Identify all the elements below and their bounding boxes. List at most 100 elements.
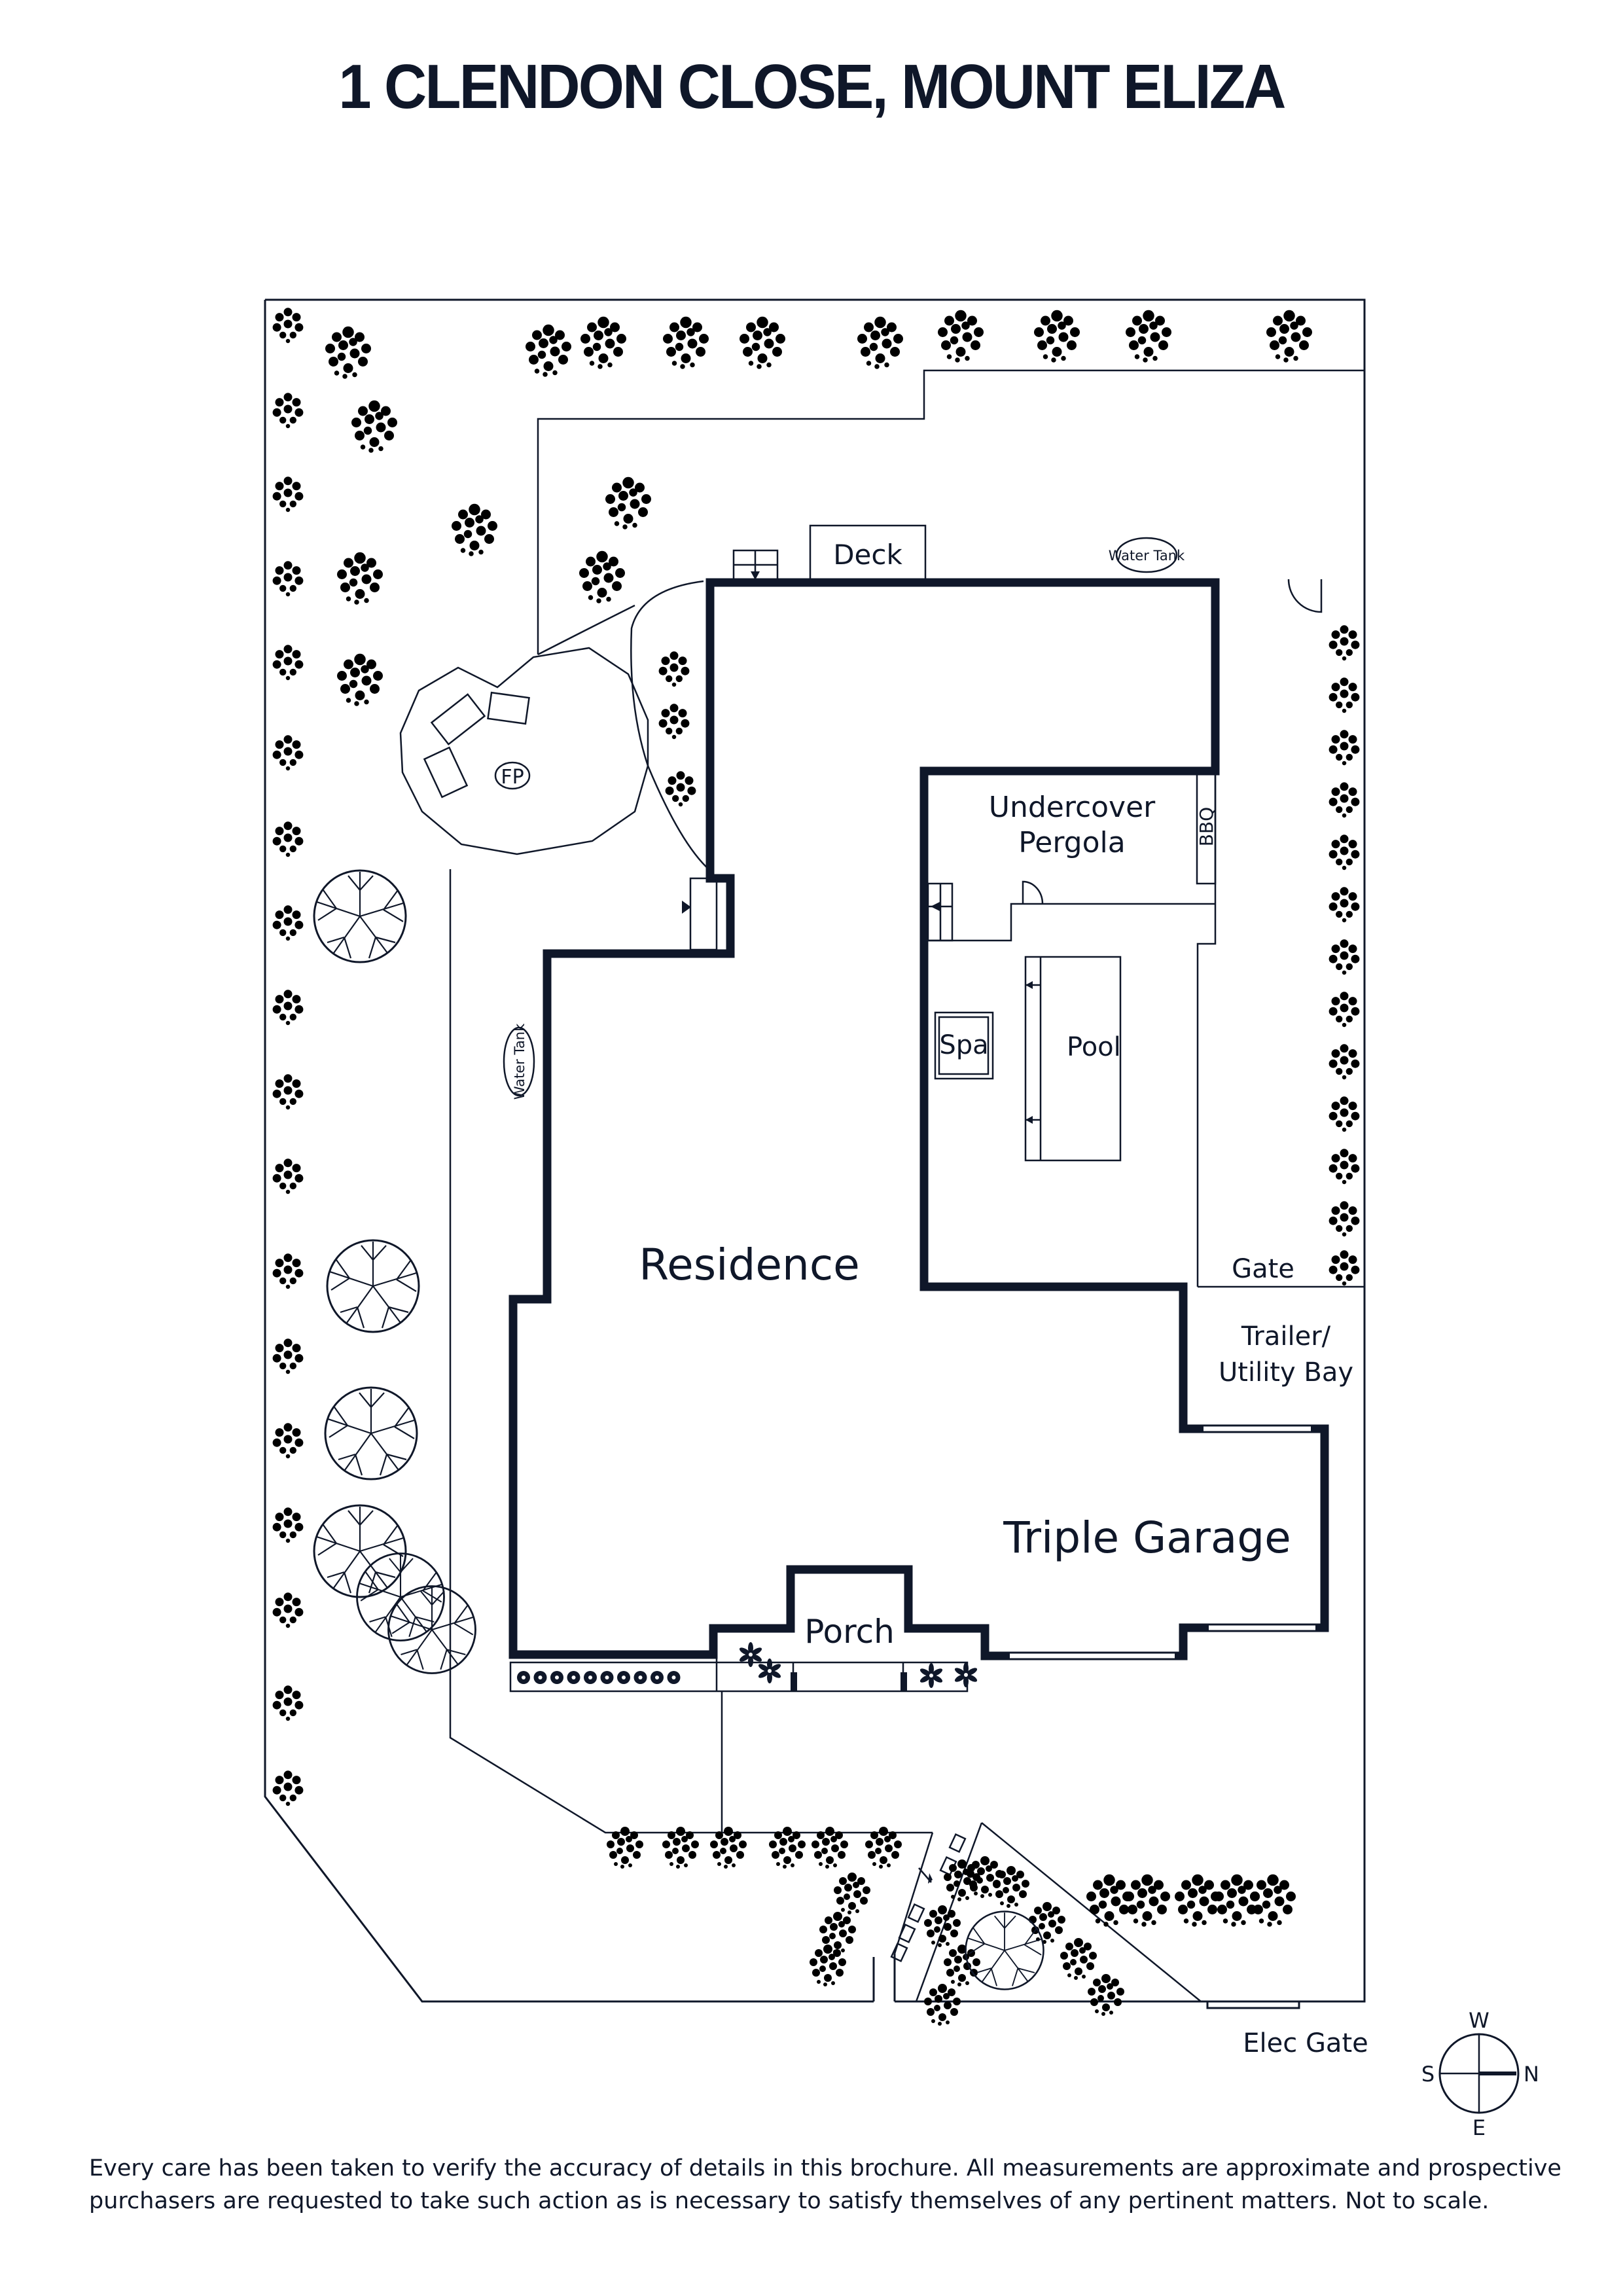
flower-icon [738, 1642, 763, 1667]
trailer-bay-label-2: Utility Bay [1219, 1357, 1353, 1388]
shrub-icon [1126, 310, 1171, 363]
shrub-icon [325, 326, 371, 379]
shrub-icon [272, 1507, 304, 1543]
shrub-icon [1329, 1250, 1360, 1286]
trailer-bay-label-1: Trailer/ [1241, 1321, 1331, 1352]
shrub-icon [272, 1158, 304, 1194]
shrub-icon [938, 310, 984, 363]
compass-icon: W E S N [1421, 2008, 1539, 2140]
hedge-shrub-icon [651, 1671, 664, 1684]
shrub-icon [1329, 1149, 1360, 1185]
hedge-shrub-icon [617, 1671, 630, 1684]
shrub-icon [924, 1905, 961, 1947]
door-swing-icon [1287, 579, 1323, 613]
triple-garage-label: Triple Garage [1003, 1513, 1291, 1563]
shrub-icon [1029, 1902, 1065, 1944]
shrub-icon [1329, 730, 1360, 766]
shrub-icon [1329, 1096, 1360, 1132]
tree-icon [965, 1910, 1044, 1990]
shrub-icon [272, 905, 304, 941]
water-tank-north-label: Water Tank [1109, 548, 1185, 564]
shrub-icon [1086, 1874, 1132, 1927]
north-yard-line [537, 369, 1364, 655]
residence-wall [508, 578, 1329, 1660]
shrub-icon [272, 393, 304, 429]
shrub-icon [1329, 782, 1360, 818]
shrub-icon [924, 1984, 961, 2026]
pergola-label-1: Undercover [989, 791, 1156, 824]
shrub-icon [272, 308, 304, 344]
tree-icon [387, 1585, 476, 1674]
shrub-icon [1329, 992, 1360, 1028]
shrub-icon [272, 1685, 304, 1721]
pool-step-arrow-head [1026, 1116, 1033, 1124]
shrub-icon [1250, 1874, 1296, 1927]
hedge-shrub-icon [533, 1671, 547, 1684]
shrub-icon [1175, 1874, 1221, 1927]
tree-icon [326, 1239, 420, 1333]
shrub-icon [1329, 887, 1360, 923]
hedge-row [517, 1671, 681, 1684]
shrub-icon [272, 990, 304, 1026]
water-tank-west [503, 1026, 535, 1097]
spa [938, 1016, 990, 1075]
outdoor-seat [487, 691, 530, 725]
shrub-icon [272, 1770, 304, 1806]
deck-label: Deck [833, 539, 902, 571]
shrub-icon [272, 1074, 304, 1110]
shrub-icon [605, 476, 651, 529]
bbq [1196, 770, 1217, 885]
tree-icon [324, 1386, 418, 1480]
property-boundary [264, 298, 1366, 2009]
pergola-label-2: Pergola [1018, 826, 1125, 859]
shrub-icon [857, 316, 903, 369]
vegetation [272, 308, 1360, 2026]
compass-bottom: E [1472, 2115, 1486, 2140]
shrub-icon [272, 821, 304, 857]
garden-bed-triangle [899, 1822, 1204, 2003]
door-swing-icon [1022, 880, 1044, 905]
shrub-icon [810, 1945, 846, 1986]
disclaimer: Every care has been taken to verify the … [89, 2155, 1561, 2214]
shrub-icon [580, 316, 626, 369]
hedge-shrub-icon [600, 1671, 614, 1684]
pool-label: Pool [1067, 1032, 1121, 1062]
shrub-icon [526, 324, 571, 377]
compass-left: S [1421, 2062, 1435, 2087]
outdoor-seat [430, 693, 486, 745]
shrub-icon [1060, 1938, 1097, 1980]
shrub-icon [1329, 1201, 1360, 1237]
shrub-icon [272, 561, 304, 597]
page-title: 1 CLENDON CLOSE, MOUNT ELIZA [338, 52, 1286, 122]
shrub-icon [1266, 310, 1312, 363]
shrub-icon [452, 503, 497, 556]
residence-label: Residence [639, 1240, 859, 1290]
curved-garden-bed [630, 580, 711, 871]
shrub-icon [272, 476, 304, 512]
elec-gate-label: Elec Gate [1243, 2028, 1368, 2058]
bbq-label: BBQ [1196, 807, 1217, 846]
compass-right: N [1524, 2062, 1539, 2087]
shrub-icon [337, 653, 383, 706]
porch-post [901, 1672, 907, 1692]
shrub-icon [1329, 939, 1360, 975]
pool-step-arrow-head [1026, 981, 1033, 989]
shrub-icon [658, 651, 690, 687]
shrub-icon [1329, 677, 1360, 713]
curved-lawn-edge [537, 604, 635, 656]
shrub-icon [658, 704, 690, 740]
flower-icon [954, 1662, 978, 1687]
stairs-icon [927, 882, 954, 942]
shrub-icon [272, 735, 304, 771]
pool [1024, 956, 1122, 1162]
hedge-shrub-icon [633, 1671, 647, 1684]
porch-post [791, 1672, 797, 1692]
stairs-icon [682, 877, 718, 951]
outdoor-seat [423, 746, 469, 798]
shrub-icon [351, 400, 397, 453]
water-tank-west-label: Water Tank [512, 1023, 527, 1100]
shrub-icon [579, 550, 625, 603]
shrub-icon [272, 645, 304, 681]
shrub-icon [272, 1423, 304, 1459]
